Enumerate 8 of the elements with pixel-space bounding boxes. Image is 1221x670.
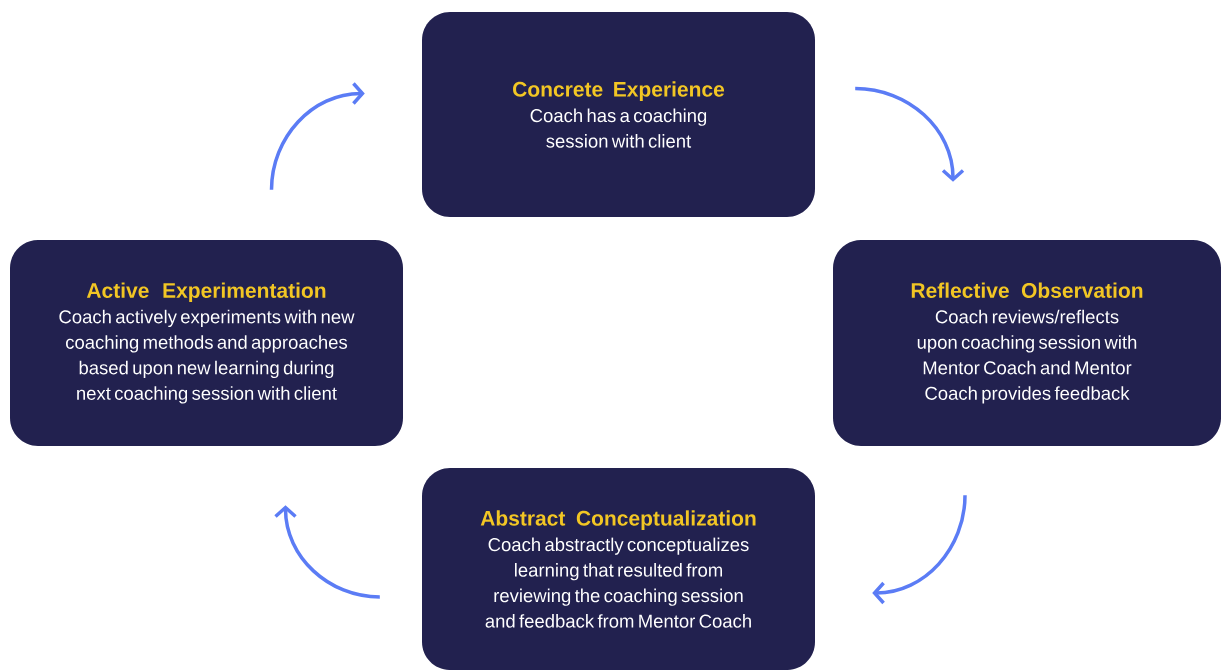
curved-arrow (855, 86, 965, 182)
stage-box: Abstract Conceptualization Coach abstractly conceptualizes learning that resulted from reviewing the coaching session and feedback from Mentor Coach (422, 468, 815, 670)
curved-arrow (872, 495, 967, 605)
curved-arrow (274, 505, 380, 599)
curved-arrow (269, 82, 365, 190)
stage-box: Concrete Experience Coach has a coaching session with client (422, 12, 815, 217)
stage-box: Active Experimentation Coach actively experiments with new coaching methods and approaches based upon new learning during next coaching session with client (10, 240, 403, 446)
stage-box: Reflective Observation Coach reviews/reflects upon coaching session with Mentor Coach and Mentor Coach provides feedback (833, 240, 1221, 446)
